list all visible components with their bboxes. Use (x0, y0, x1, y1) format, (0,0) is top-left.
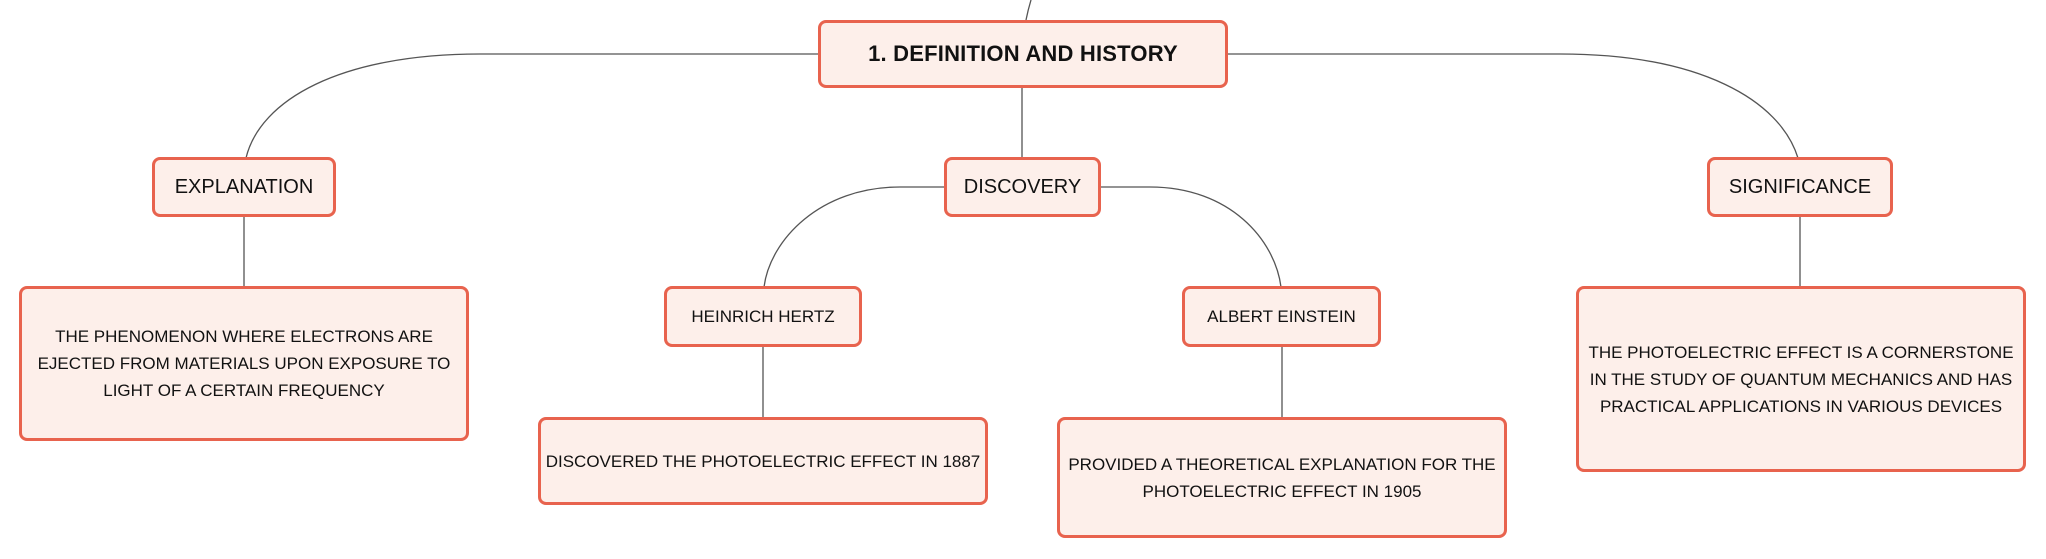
einstein-detail-node[interactable]: PROVIDED A THEORETICAL EXPLANATION FOR T… (1057, 417, 1507, 538)
einstein-node[interactable]: ALBERT EINSTEIN (1182, 286, 1381, 347)
root-node[interactable]: 1. DEFINITION AND HISTORY (818, 20, 1228, 88)
explanation-node-label: EXPLANATION (174, 175, 314, 198)
hertz-node-label: HEINRICH HERTZ (691, 307, 835, 326)
significance-detail-node[interactable]: THE PHOTOELECTRIC EFFECT IS A CORNERSTON… (1576, 286, 2026, 472)
connector-parent-root (1025, 0, 1032, 21)
significance-detail-text: THE PHOTOELECTRIC EFFECT IS A CORNERSTON… (1588, 342, 2014, 416)
connector-root-significance (1226, 53, 1799, 159)
discovery-node[interactable]: DISCOVERY (944, 157, 1101, 217)
hertz-node[interactable]: HEINRICH HERTZ (664, 286, 862, 347)
significance-node[interactable]: SIGNIFICANCE (1707, 157, 1893, 217)
connector-discovery-hertz (763, 186, 946, 288)
discovery-node-label: DISCOVERY (963, 175, 1082, 198)
explanation-detail-text: THE PHENOMENON WHERE ELECTRONS ARE EJECT… (37, 327, 451, 400)
connector-discovery-einstein (1100, 186, 1282, 288)
explanation-detail-node[interactable]: THE PHENOMENON WHERE ELECTRONS ARE EJECT… (19, 286, 469, 441)
connector-root-explanation (245, 53, 820, 159)
hertz-detail-text: DISCOVERED THE PHOTOELECTRIC EFFECT IN 1… (545, 451, 981, 471)
significance-node-label: SIGNIFICANCE (1728, 175, 1872, 198)
einstein-detail-text: PROVIDED A THEORETICAL EXPLANATION FOR T… (1068, 454, 1496, 501)
root-node-label: 1. DEFINITION AND HISTORY (868, 41, 1178, 66)
einstein-node-label: ALBERT EINSTEIN (1207, 307, 1356, 326)
hertz-detail-node[interactable]: DISCOVERED THE PHOTOELECTRIC EFFECT IN 1… (538, 417, 988, 505)
explanation-node[interactable]: EXPLANATION (152, 157, 336, 217)
